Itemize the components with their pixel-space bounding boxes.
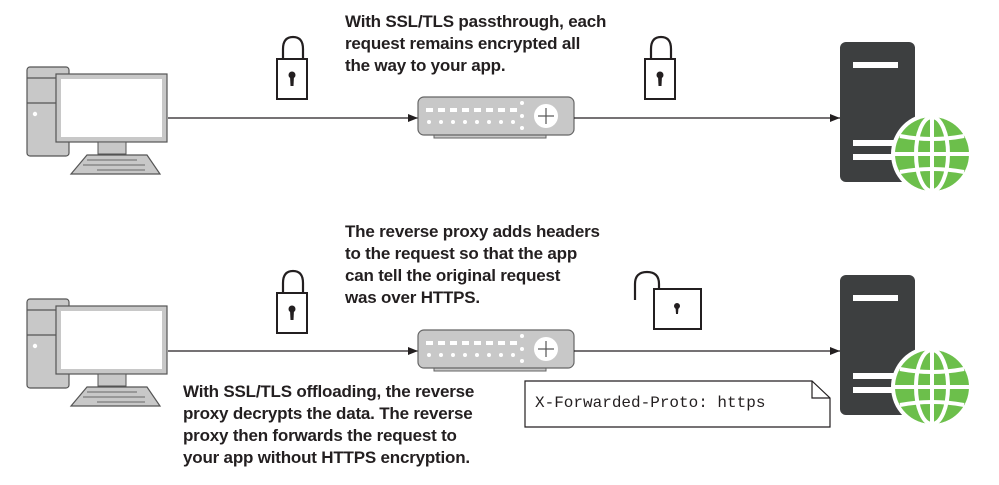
locked-padlock-icon (275, 35, 309, 101)
locked-padlock-icon (643, 35, 677, 101)
proxy-headers-caption: The reverse proxy adds headers to the re… (345, 221, 600, 309)
unlocked-padlock-icon (633, 270, 703, 331)
caption-line: your app without HTTPS encryption. (183, 448, 470, 467)
caption-line: to the request so that the app (345, 244, 578, 263)
caption-line: was over HTTPS. (345, 288, 480, 307)
app-server-icon (838, 273, 975, 430)
note-fold (811, 381, 830, 399)
caption-line: proxy decrypts the data. The reverse (183, 404, 473, 423)
caption-line: With SSL/TLS passthrough, each (345, 12, 607, 31)
locked-padlock-icon (275, 269, 309, 335)
reverse-proxy-icon (417, 96, 575, 139)
caption-line: the way to your app. (345, 56, 506, 75)
caption-line: can tell the original request (345, 266, 561, 285)
client-computer-icon (26, 66, 168, 175)
passthrough-caption: With SSL/TLS passthrough, each request r… (345, 11, 606, 77)
offloading-caption: With SSL/TLS offloading, the reverse pro… (183, 381, 474, 469)
caption-line: proxy then forwards the request to (183, 426, 457, 445)
caption-line: The reverse proxy adds headers (345, 222, 600, 241)
header-note-box (524, 380, 831, 428)
header-note-text: X-Forwarded-Proto: https (535, 394, 766, 412)
header-note: X-Forwarded-Proto: https (525, 381, 830, 427)
client-computer-icon (26, 298, 168, 407)
caption-line: request remains encrypted all (345, 34, 581, 53)
caption-line: With SSL/TLS offloading, the reverse (183, 382, 475, 401)
app-server-icon (838, 40, 975, 197)
reverse-proxy-icon (417, 329, 575, 372)
